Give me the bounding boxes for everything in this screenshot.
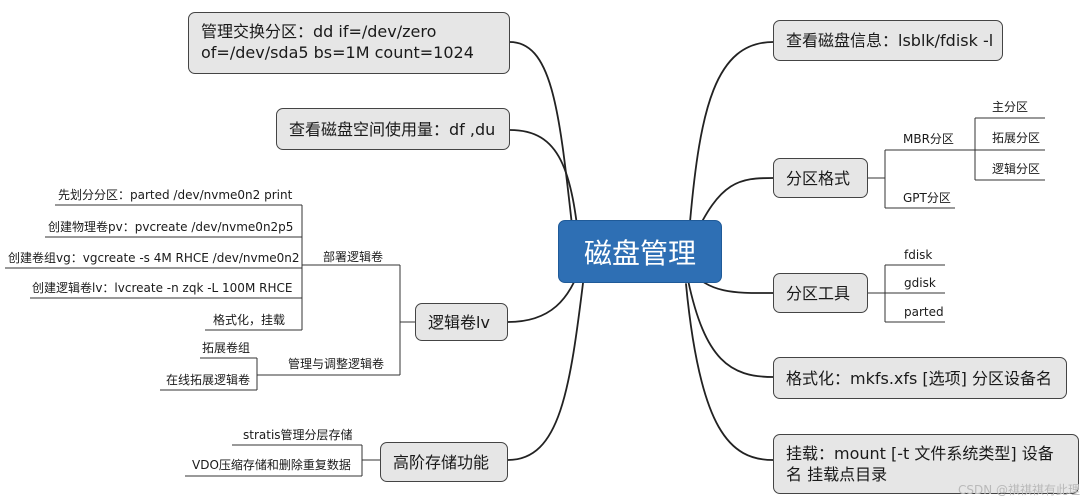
- node-logical-volume: 逻辑卷lv: [415, 303, 508, 341]
- watermark: CSDN @祺祺祺有此理: [958, 483, 1081, 497]
- manage-item: 在线拓展逻辑卷: [166, 373, 251, 387]
- node-partition-format: 分区格式: [773, 158, 868, 198]
- advanced-item: stratis管理分层存储: [243, 428, 353, 442]
- node-disk-usage: 查看磁盘空间使用量：df ,du: [276, 108, 510, 150]
- tool-item: parted: [904, 305, 944, 319]
- manage-item: 拓展卷组: [202, 341, 251, 355]
- deploy-step: 先划分分区：parted /dev/nvme0n2 print: [58, 188, 293, 202]
- tool-item: gdisk: [904, 276, 936, 290]
- mbr-item: 主分区: [992, 100, 1029, 114]
- node-advanced-storage: 高阶存储功能: [380, 442, 508, 482]
- tool-item: fdisk: [904, 248, 933, 262]
- node-partition-tools: 分区工具: [773, 273, 868, 313]
- central-topic: 磁盘管理: [558, 220, 722, 283]
- deploy-step: 创建物理卷pv：pvcreate /dev/nvme0n2p5: [48, 220, 294, 234]
- mbr-item: 拓展分区: [992, 131, 1041, 145]
- node-mount: 挂载：mount [-t 文件系统类型] 设备名 挂载点目录: [773, 434, 1079, 494]
- deploy-step: 创建逻辑卷lv：lvcreate -n zqk -L 100M RHCE: [32, 281, 293, 295]
- label-mbr: MBR分区: [903, 132, 954, 146]
- node-disk-info: 查看磁盘信息：lsblk/fdisk -l: [773, 20, 1003, 61]
- mbr-item: 逻辑分区: [992, 162, 1041, 176]
- label-manage-lv: 管理与调整逻辑卷: [288, 357, 385, 371]
- node-swap-partition: 管理交换分区：dd if=/dev/zero of=/dev/sda5 bs=1…: [188, 12, 510, 74]
- label-gpt: GPT分区: [903, 191, 951, 205]
- advanced-item: VDO压缩存储和删除重复数据: [192, 458, 351, 472]
- deploy-step: 格式化，挂载: [213, 313, 286, 327]
- label-deploy-lv: 部署逻辑卷: [323, 250, 384, 264]
- node-mkfs: 格式化：mkfs.xfs [选项] 分区设备名: [773, 357, 1067, 399]
- deploy-step: 创建卷组vg：vgcreate -s 4M RHCE /dev/nvme0n2: [8, 251, 300, 265]
